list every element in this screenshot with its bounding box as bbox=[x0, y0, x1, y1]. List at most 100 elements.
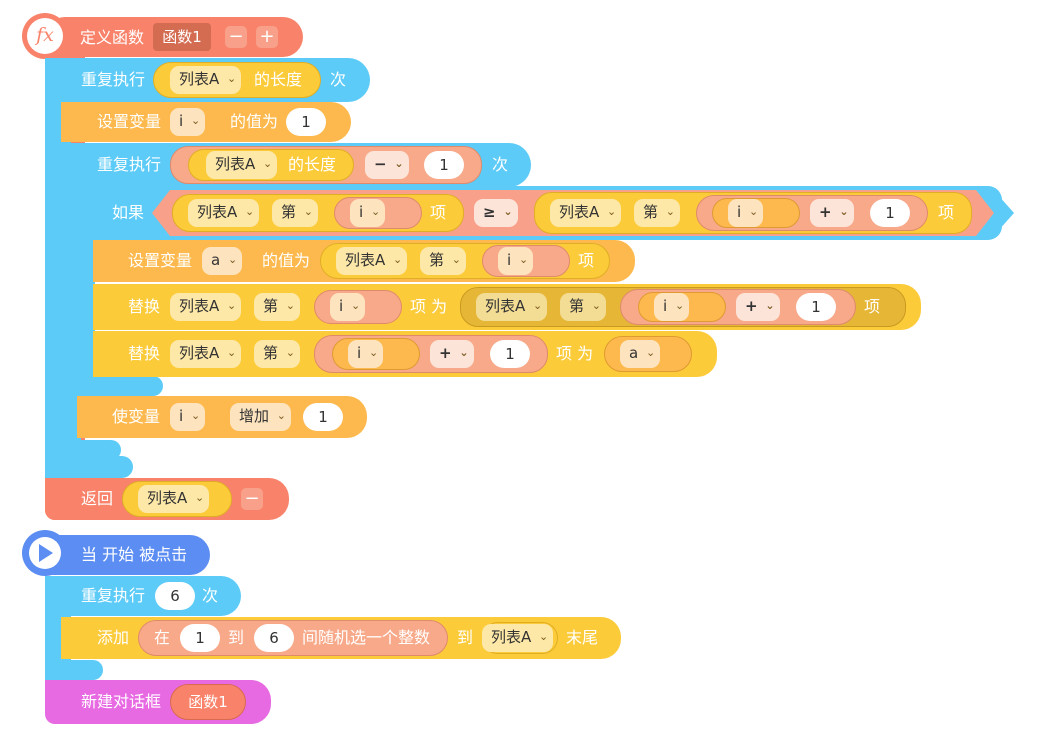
chevron-down-icon: ⌄ bbox=[748, 205, 759, 218]
variable-select-text: i bbox=[737, 203, 742, 221]
variable-select[interactable]: i⌄ bbox=[654, 293, 690, 321]
if-label: 如果 bbox=[112, 203, 145, 222]
repeat-label: 重复执行 bbox=[81, 70, 146, 89]
function-name-field[interactable]: 函数1 bbox=[153, 23, 211, 51]
nth-select[interactable]: 第⌄ bbox=[420, 247, 467, 275]
list-select[interactable]: 列表A⌄ bbox=[550, 199, 622, 227]
operator-select-text: + bbox=[745, 297, 758, 315]
times-label: 次 bbox=[330, 70, 347, 89]
list-select[interactable]: 列表A⌄ bbox=[336, 247, 408, 275]
number-input[interactable]: 1 bbox=[796, 293, 836, 321]
compare-select[interactable]: ≥⌄ bbox=[474, 199, 518, 227]
nth-select[interactable]: 第⌄ bbox=[634, 199, 681, 227]
list-select[interactable]: 列表A⌄ bbox=[206, 151, 278, 179]
chevron-down-icon: ⌄ bbox=[285, 346, 296, 359]
times-label: 次 bbox=[492, 155, 509, 174]
list-select[interactable]: 列表A⌄ bbox=[170, 66, 242, 94]
list-select-text: 列表A bbox=[491, 628, 532, 646]
random-from-input[interactable]: 1 bbox=[180, 624, 220, 652]
variable-select-text: i bbox=[357, 344, 362, 362]
function-call-reporter[interactable]: 函数1 bbox=[170, 684, 246, 720]
chevron-down-icon: ⌄ bbox=[839, 205, 849, 218]
chevron-down-icon: ⌄ bbox=[245, 205, 255, 218]
variable-select[interactable]: i⌄ bbox=[330, 293, 366, 321]
list-select-text: 列表A bbox=[179, 297, 220, 315]
chevron-down-icon: ⌄ bbox=[263, 157, 273, 170]
chevron-down-icon: ⌄ bbox=[370, 205, 381, 218]
nth-select-text: 第 bbox=[263, 297, 279, 315]
nth-select-text: 第 bbox=[281, 203, 297, 221]
variable-select-text: i bbox=[359, 203, 364, 221]
repeat-block[interactable] bbox=[45, 576, 241, 616]
list-select[interactable]: 列表A ⌄ bbox=[170, 340, 242, 368]
list-select[interactable]: 列表A⌄ bbox=[138, 485, 210, 513]
list-select-text: 列表A bbox=[485, 297, 526, 315]
variable-select[interactable]: i⌄ bbox=[350, 199, 386, 227]
return-label: 返回 bbox=[81, 489, 114, 508]
variable-select[interactable]: i⌄ bbox=[170, 108, 206, 136]
nth-select[interactable]: 第⌄ bbox=[254, 340, 301, 368]
list-select-text: 列表A bbox=[197, 203, 238, 221]
variable-select-text: i bbox=[339, 297, 344, 315]
chevron-down-icon: ⌄ bbox=[227, 346, 237, 359]
chevron-down-icon: ⌄ bbox=[451, 253, 462, 266]
nth-select-text: 第 bbox=[429, 251, 445, 269]
value-input[interactable]: 1 bbox=[303, 403, 343, 431]
list-select-text: 列表A bbox=[147, 489, 188, 507]
operator-select-text: − bbox=[374, 155, 387, 173]
chevron-down-icon: ⌄ bbox=[665, 205, 676, 218]
number-input[interactable]: 1 bbox=[870, 199, 910, 227]
repeat-footer bbox=[45, 660, 103, 680]
nth-select[interactable]: 第⌄ bbox=[560, 293, 607, 321]
to-label: 到 bbox=[228, 628, 245, 647]
repeat-count-input[interactable]: 6 bbox=[155, 582, 195, 610]
variable-select[interactable]: i⌄ bbox=[348, 340, 384, 368]
list-select[interactable]: 列表A⌄ bbox=[482, 624, 554, 652]
variable-select[interactable]: i⌄ bbox=[170, 403, 206, 431]
operator-select-text: + bbox=[819, 203, 832, 221]
operator-select[interactable]: +⌄ bbox=[810, 199, 854, 227]
remove-return-button[interactable]: − bbox=[241, 488, 263, 510]
value-label: 的值为 bbox=[230, 112, 279, 131]
variable-select[interactable]: i⌄ bbox=[728, 199, 764, 227]
nth-select[interactable]: 第⌄ bbox=[272, 199, 319, 227]
variable-select[interactable]: a⌄ bbox=[620, 340, 661, 368]
random-to-input[interactable]: 6 bbox=[254, 624, 294, 652]
chevron-down-icon: ⌄ bbox=[607, 205, 617, 218]
item-label: 项 bbox=[864, 297, 881, 316]
variable-select[interactable]: a⌄ bbox=[202, 247, 243, 275]
variable-select[interactable]: i⌄ bbox=[498, 247, 534, 275]
action-select[interactable]: 增加⌄ bbox=[230, 403, 292, 431]
repeat-label: 重复执行 bbox=[81, 586, 146, 605]
item-label: 项 bbox=[578, 251, 595, 270]
chevron-down-icon: ⌄ bbox=[190, 114, 201, 127]
when-start-clicked-block[interactable] bbox=[45, 535, 210, 575]
list-select[interactable]: 列表A⌄ bbox=[476, 293, 548, 321]
variable-select-text: i bbox=[179, 407, 184, 425]
nth-select[interactable]: 第⌄ bbox=[254, 293, 301, 321]
operator-select[interactable]: +⌄ bbox=[430, 340, 474, 368]
add-param-button[interactable]: + bbox=[256, 26, 278, 48]
operator-select[interactable]: +⌄ bbox=[736, 293, 780, 321]
list-select[interactable]: 列表A ⌄ bbox=[188, 199, 260, 227]
length-label: 的长度 bbox=[254, 70, 303, 89]
operator-select[interactable]: −⌄ bbox=[365, 151, 409, 179]
remove-param-button[interactable]: − bbox=[225, 26, 247, 48]
list-select-text: 列表A bbox=[179, 344, 220, 362]
number-input[interactable]: 1 bbox=[424, 151, 464, 179]
chevron-down-icon: ⌄ bbox=[645, 346, 656, 359]
length-label: 的长度 bbox=[288, 155, 337, 174]
repeat-label: 重复执行 bbox=[97, 155, 162, 174]
chevron-down-icon: ⌄ bbox=[227, 299, 237, 312]
item-label: 项 bbox=[938, 203, 955, 222]
repeat-outer-footer bbox=[45, 456, 133, 478]
list-select[interactable]: 列表A ⌄ bbox=[170, 293, 242, 321]
number-input[interactable]: 1 bbox=[490, 340, 530, 368]
item-as-label: 项 为 bbox=[410, 297, 448, 316]
value-input[interactable]: 1 bbox=[286, 108, 326, 136]
compare-select-text: ≥ bbox=[483, 203, 496, 221]
chevron-down-icon: ⌄ bbox=[285, 299, 296, 312]
set-variable-label: 设置变量 bbox=[97, 112, 162, 131]
chevron-down-icon: ⌄ bbox=[227, 72, 237, 85]
variable-select-text: a bbox=[629, 344, 639, 362]
